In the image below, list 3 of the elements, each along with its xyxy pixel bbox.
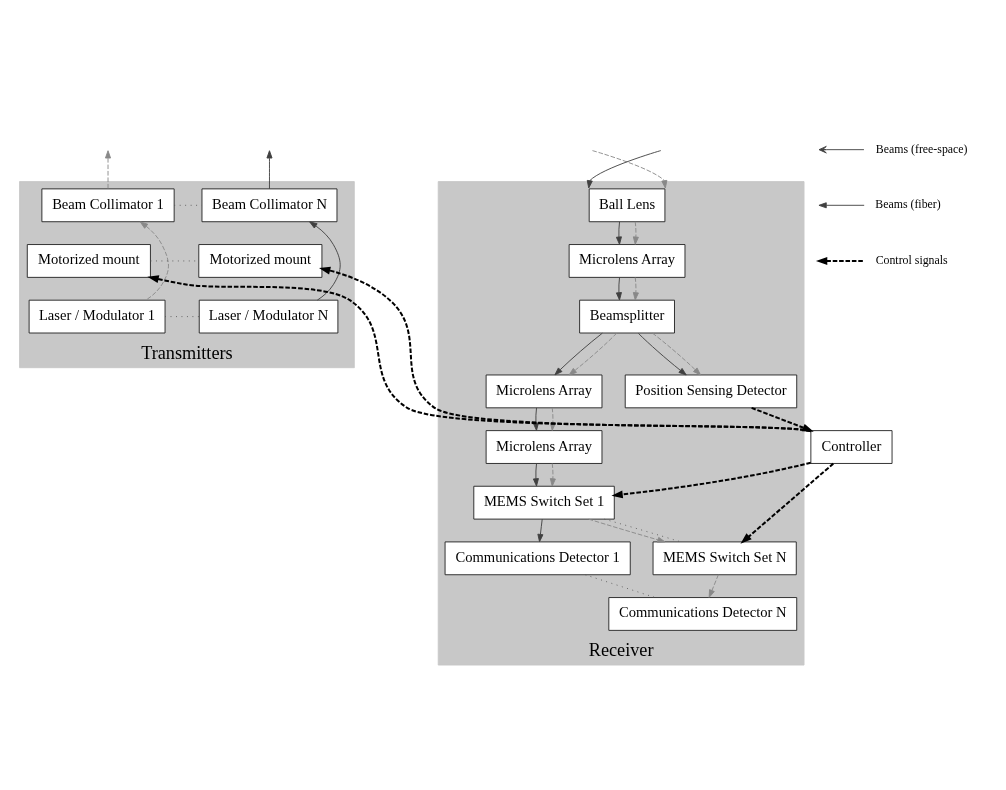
legend-label: Beams (fiber) (875, 196, 941, 211)
legend-label: Control signals (875, 252, 948, 267)
legend-label: Beams (free-space) (875, 141, 968, 156)
